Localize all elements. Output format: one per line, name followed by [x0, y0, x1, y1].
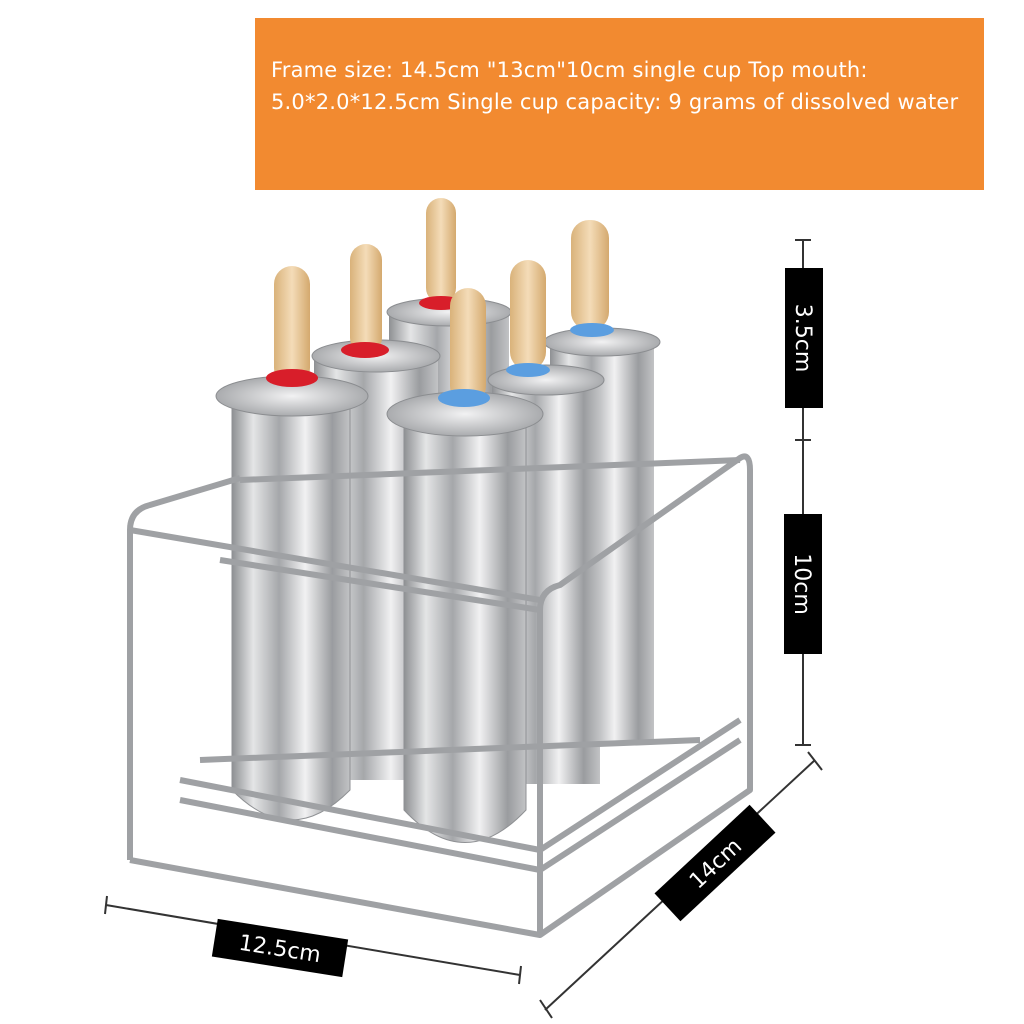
dim-label-top-height: 3.5cm — [785, 268, 823, 408]
dim-label-body-height: 10cm — [784, 514, 822, 654]
banner-text: Frame size: 14.5cm "13cm"10cm single cup… — [271, 58, 959, 114]
wire-rack — [127, 453, 753, 938]
dim-text-body-height: 10cm — [789, 553, 814, 615]
dim-text-top-height: 3.5cm — [790, 304, 815, 373]
info-banner: Frame size: 14.5cm "13cm"10cm single cup… — [255, 18, 984, 190]
popsicle-mold-front-left — [215, 266, 369, 821]
dim-label-depth: 14cm — [654, 804, 776, 922]
popsicle-mold-front-center — [386, 288, 544, 843]
dim-label-width: 12.5cm — [211, 918, 349, 978]
